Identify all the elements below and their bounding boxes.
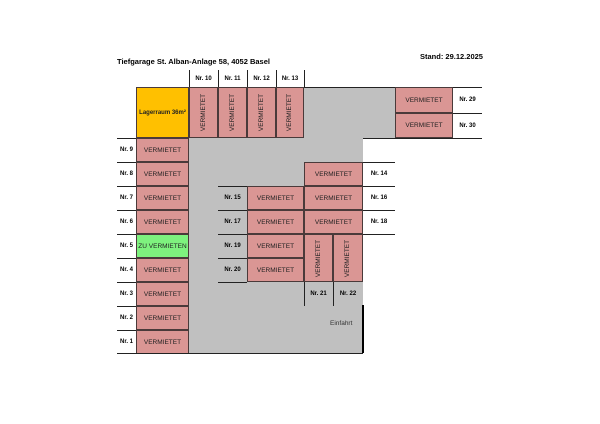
divider (117, 234, 136, 235)
divider (304, 70, 305, 88)
spot-label: Nr. 17 (224, 219, 241, 225)
entrance-label: Einfahrt (330, 320, 353, 327)
parking-spot-30[interactable]: VERMIETET (395, 113, 453, 138)
spot-label: Nr. 6 (119, 219, 133, 225)
parking-spot-8[interactable]: VERMIETET (136, 162, 189, 186)
parking-spot-19[interactable]: VERMIETET (247, 234, 304, 258)
parking-spot-3[interactable]: VERMIETET (136, 282, 189, 306)
spot-label: Nr. 22 (339, 291, 357, 297)
spot-label: Nr. 13 (281, 75, 299, 82)
divider (218, 282, 247, 283)
parking-spot-21[interactable]: VERMIETET (304, 234, 333, 282)
parking-spot-16[interactable]: VERMIETET (304, 186, 363, 210)
parking-spot-5[interactable]: ZU VERMIETEN (136, 234, 189, 258)
divider (363, 138, 482, 139)
divider (218, 186, 247, 187)
spot-status: VERMIETET (258, 93, 266, 132)
spot-label: Nr. 7 (119, 195, 133, 201)
divider (117, 186, 136, 187)
parking-spot-18[interactable]: VERMIETET (304, 210, 363, 234)
spot-label: Nr. 12 (253, 75, 270, 82)
parking-spot-15[interactable]: VERMIETET (247, 186, 304, 210)
divider (218, 70, 219, 88)
spot-label: Nr. 11 (224, 75, 241, 82)
divider (363, 162, 395, 163)
divider (304, 282, 305, 306)
parking-spot-4[interactable]: VERMIETET (136, 258, 189, 282)
parking-spot-29[interactable]: VERMIETET (395, 87, 453, 113)
divider (218, 258, 247, 259)
spot-label: Nr. 14 (370, 171, 388, 177)
divider (218, 210, 247, 211)
parking-spot-7[interactable]: VERMIETET (136, 186, 189, 210)
spot-status: VERMIETET (200, 93, 208, 132)
divider (363, 210, 395, 211)
storage-room[interactable]: Lagerraum 36m² (136, 87, 189, 138)
parking-spot-20[interactable]: VERMIETET (247, 258, 304, 282)
spot-label: Nr. 2 (119, 315, 133, 321)
spot-label: Nr. 1 (119, 339, 133, 345)
page-title: Tiefgarage St. Alban-Anlage 58, 4052 Bas… (117, 57, 270, 66)
spot-label: Nr. 16 (370, 195, 388, 201)
driveway-area (304, 87, 395, 138)
parking-spot-12[interactable]: VERMIETET (247, 87, 276, 138)
spot-label: Nr. 19 (224, 243, 241, 249)
divider (117, 306, 136, 307)
spot-label: Nr. 20 (224, 267, 241, 273)
parking-spot-17[interactable]: VERMIETET (247, 210, 304, 234)
spot-label: Nr. 8 (119, 171, 133, 177)
parking-spot-22[interactable]: VERMIETET (333, 234, 363, 282)
divider (304, 87, 482, 88)
divider (363, 234, 395, 235)
spot-label: Nr. 9 (119, 147, 133, 153)
divider (117, 210, 136, 211)
divider (117, 353, 363, 354)
spot-status: VERMIETET (286, 93, 294, 132)
spot-label: Nr. 21 (310, 291, 327, 297)
divider (117, 282, 136, 283)
divider (333, 282, 334, 306)
divider (276, 70, 277, 88)
entrance-wall (362, 305, 364, 353)
divider (117, 330, 136, 331)
parking-spot-2[interactable]: VERMIETET (136, 306, 189, 330)
parking-spot-1[interactable]: VERMIETET (136, 330, 189, 354)
date-stamp: Stand: 29.12.2025 (420, 52, 483, 61)
parking-spot-11[interactable]: VERMIETET (218, 87, 247, 138)
spot-label: Nr. 18 (370, 219, 388, 225)
spot-label: Nr. 29 (459, 97, 476, 103)
spot-label: Nr. 5 (119, 243, 133, 249)
spot-status: VERMIETET (229, 93, 237, 132)
spot-label: Nr. 3 (119, 291, 133, 297)
divider (218, 234, 247, 235)
divider (189, 70, 190, 88)
spot-label: Nr. 15 (224, 195, 241, 201)
divider (453, 113, 482, 114)
spot-status: VERMIETET (315, 239, 323, 277)
parking-spot-14[interactable]: VERMIETET (304, 162, 363, 186)
spot-label: Nr. 10 (195, 75, 212, 82)
spot-label: Nr. 4 (119, 267, 133, 273)
spot-status: VERMIETET (344, 239, 352, 277)
spot-label: Nr. 30 (459, 122, 476, 129)
divider (117, 162, 136, 163)
storage-label: Lagerraum 36m² (139, 109, 186, 116)
divider (247, 70, 248, 88)
parking-spot-9[interactable]: VERMIETET (136, 138, 189, 162)
parking-spot-13[interactable]: VERMIETET (276, 87, 304, 138)
divider (363, 186, 395, 187)
parking-spot-6[interactable]: VERMIETET (136, 210, 189, 234)
parking-spot-10[interactable]: VERMIETET (189, 87, 218, 138)
divider (117, 258, 136, 259)
